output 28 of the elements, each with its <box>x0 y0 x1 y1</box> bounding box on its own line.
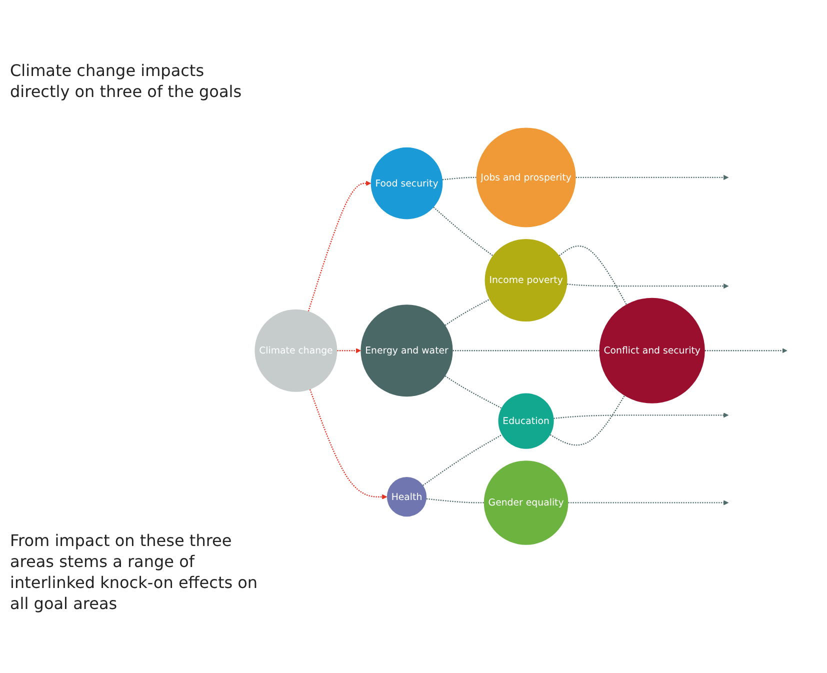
node-circle: Income poverty <box>484 239 568 322</box>
arrow <box>576 175 729 180</box>
connector <box>422 434 502 486</box>
arrow <box>568 500 729 506</box>
note-text: From impact on these three areas stems a range of interlinked knock-on effects on all goal areas <box>10 530 259 614</box>
connector <box>426 498 484 504</box>
connector <box>444 299 490 326</box>
node-circle: Climate change <box>254 310 338 392</box>
arrow <box>337 348 361 354</box>
connector <box>452 350 600 352</box>
arrow <box>554 412 729 420</box>
connector <box>550 396 626 446</box>
arrow <box>704 348 788 354</box>
arrow <box>308 180 372 312</box>
node-circle: Food security <box>370 148 443 220</box>
node-circle: Jobs and prosperity <box>476 128 576 228</box>
node-circle: Conflict and security <box>599 298 705 404</box>
connector <box>444 376 502 409</box>
node-circle: Health <box>386 477 427 517</box>
connector <box>558 246 627 305</box>
note-text: Climate change impacts directly on three of the goals <box>10 60 243 102</box>
connector <box>433 206 494 256</box>
node-circle: Gender equality <box>484 460 568 546</box>
node-circle: Energy and water <box>360 304 453 397</box>
arrow <box>309 389 388 500</box>
connector <box>442 177 476 180</box>
node-circle: Education <box>498 393 554 450</box>
arrow <box>567 284 729 289</box>
